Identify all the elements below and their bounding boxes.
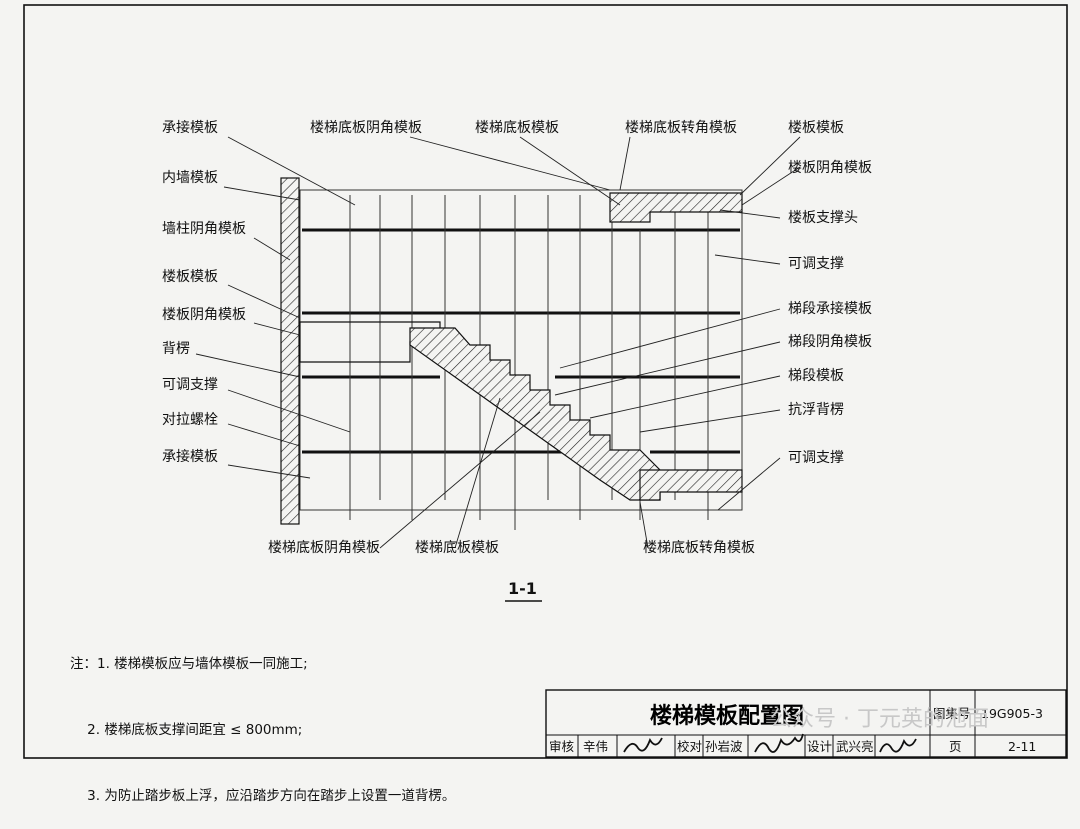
note-line: 注：1. 楼梯模板应与墙体模板一同施工; <box>70 656 308 672</box>
label: 可调支撑 <box>788 450 844 466</box>
label: 楼板模板 <box>788 120 844 136</box>
leader-line <box>719 209 781 219</box>
stair-formwork-drawing: 承接模板 内墙模板 墙柱阴角模板 楼板模板 楼板阴角模板 背楞 可调支撑 对拉螺… <box>23 4 1068 759</box>
title-block <box>545 689 1067 758</box>
label: 楼梯底板阴角模板 <box>310 120 422 136</box>
leader-line <box>227 136 356 206</box>
notes-block: 注：1. 楼梯模板应与墙体模板一同施工; 2. 楼梯底板支撑间距宜 ≤ 800m… <box>70 609 455 829</box>
leader-line <box>714 254 781 265</box>
checker-signature <box>754 733 804 753</box>
leader-line <box>409 136 611 191</box>
label: 楼梯底板转角模板 <box>643 540 755 556</box>
atlas-label: 图集号 <box>933 706 971 721</box>
lower-slab <box>639 469 743 501</box>
page-label: 页 <box>949 739 962 754</box>
label: 楼梯底板阴角模板 <box>268 540 380 556</box>
bottom-labels: 楼梯底板阴角模板 楼梯底板模板 楼梯底板转角模板 <box>268 540 755 556</box>
leader-line <box>223 186 301 201</box>
drawing-title: 楼梯模板配置图 <box>650 703 804 729</box>
atlas-number: 19G905-3 <box>981 706 1043 721</box>
formwork-outline <box>299 189 743 511</box>
watermark: 公众号 · 丁元英的池面 <box>770 707 989 732</box>
leader-line <box>619 136 631 191</box>
designer-name: 武兴亮 <box>836 739 874 754</box>
page-number: 2-11 <box>1008 739 1036 754</box>
label: 抗浮背楞 <box>788 402 844 418</box>
left-labels: 承接模板 内墙模板 墙柱阴角模板 楼板模板 楼板阴角模板 背楞 可调支撑 对拉螺… <box>162 119 246 465</box>
label: 楼梯底板模板 <box>475 120 559 136</box>
leader-line <box>741 166 801 206</box>
label: 梯段阴角模板 <box>788 334 872 350</box>
leader-line <box>227 464 311 479</box>
label: 承接模板 <box>162 448 218 465</box>
label: 墙柱阴角模板 <box>162 221 246 237</box>
leader-line <box>195 353 301 378</box>
leader-line <box>717 457 781 511</box>
label: 楼板支撑头 <box>788 210 858 226</box>
leader-line <box>379 411 541 549</box>
leader-line <box>639 409 781 433</box>
label: 梯段模板 <box>788 368 844 384</box>
note-line: 3. 为防止踏步板上浮，应沿踏步方向在踏步上设置一道背楞。 <box>70 788 456 804</box>
review-label: 审核 <box>549 739 575 754</box>
leader-line <box>227 284 301 319</box>
label: 内墙模板 <box>162 170 218 186</box>
leader-line <box>227 389 351 433</box>
label: 可调支撑 <box>162 377 218 393</box>
reviewer-signature <box>623 737 663 753</box>
check-label: 校对 <box>677 739 702 754</box>
label: 楼梯底板转角模板 <box>625 120 737 136</box>
leader-line <box>554 341 781 396</box>
leader-line <box>454 397 501 549</box>
upper-slab <box>609 192 743 223</box>
sheet-border <box>23 4 1068 759</box>
note-line: 2. 楼梯底板支撑间距宜 ≤ 800mm; <box>70 722 303 738</box>
left-wall <box>280 177 300 525</box>
label: 楼板模板 <box>162 269 218 285</box>
leader-line <box>639 501 649 549</box>
label: 可调支撑 <box>788 256 844 272</box>
label: 对拉螺栓 <box>162 412 218 428</box>
label: 楼板阴角模板 <box>162 307 246 323</box>
leader-group <box>195 136 801 549</box>
label: 背楞 <box>162 341 190 357</box>
designer-signature <box>879 738 917 753</box>
drawing-sheet: 承接模板 内墙模板 墙柱阴角模板 楼板模板 楼板阴角模板 背楞 可调支撑 对拉螺… <box>23 4 1068 804</box>
design-label: 设计 <box>807 739 832 754</box>
label: 楼板阴角模板 <box>788 160 872 176</box>
reviewer-name: 辛伟 <box>583 739 608 754</box>
leader-line <box>739 136 801 196</box>
label: 楼梯底板模板 <box>415 540 499 556</box>
stair-flight <box>409 327 661 501</box>
leader-line <box>253 322 301 336</box>
leader-line <box>519 136 621 206</box>
waler-group <box>302 228 740 454</box>
section-label: 1-1 <box>508 579 537 598</box>
label: 承接模板 <box>162 119 218 136</box>
checker-name: 孙岩波 <box>705 739 743 754</box>
leader-line <box>253 237 291 261</box>
leader-line <box>589 375 781 419</box>
label: 梯段承接模板 <box>788 300 872 317</box>
top-labels: 楼梯底板阴角模板 楼梯底板模板 楼梯底板转角模板 <box>310 120 737 136</box>
leader-line <box>227 423 301 447</box>
leader-line <box>559 308 781 369</box>
right-labels: 楼板模板 楼板阴角模板 楼板支撑头 可调支撑 梯段承接模板 梯段阴角模板 梯段模… <box>788 120 872 466</box>
